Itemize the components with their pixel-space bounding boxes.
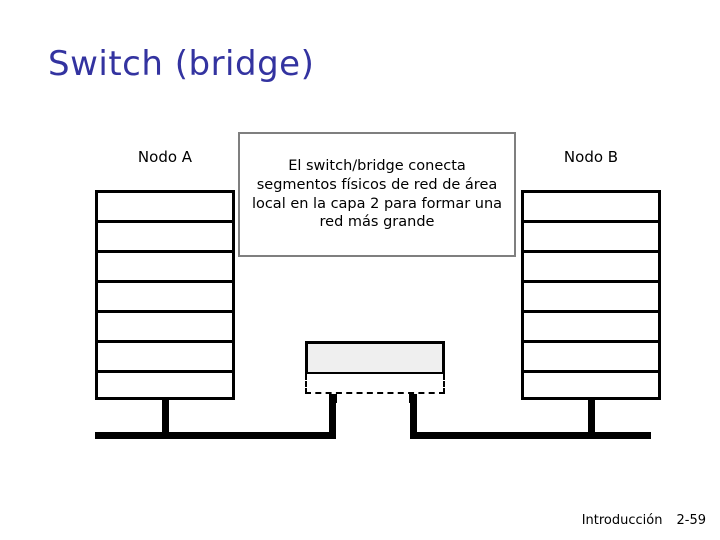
node-b-protocol-stack: [521, 190, 661, 400]
stack-layer: [521, 190, 661, 220]
stack-layer: [95, 220, 235, 250]
switch-backplane: [305, 374, 445, 394]
lan-segment-left-bus: [95, 432, 336, 439]
stack-layer: [95, 280, 235, 310]
node-a-label: Nodo A: [137, 148, 193, 166]
stack-layer: [521, 370, 661, 400]
description-text: El switch/bridge conecta segmentos físic…: [251, 157, 503, 231]
switch-left-drop-line: [329, 395, 336, 439]
page-title: Switch (bridge): [48, 44, 315, 84]
stack-layer: [521, 340, 661, 370]
stack-layer: [521, 310, 661, 340]
stack-layer: [95, 190, 235, 220]
stack-layer: [95, 250, 235, 280]
footer: Introducción 2-59: [582, 513, 706, 528]
switch-body: [305, 341, 445, 375]
stack-layer: [95, 340, 235, 370]
stack-layer: [521, 280, 661, 310]
footer-source: Introducción: [581, 513, 663, 528]
stack-layer: [521, 250, 661, 280]
switch-device: [305, 341, 445, 394]
switch-right-drop-line: [410, 395, 417, 439]
node-a-drop-line: [162, 399, 169, 439]
lan-segment-right-bus: [410, 432, 651, 439]
node-b-label: Nodo B: [563, 148, 619, 166]
stack-layer: [95, 370, 235, 400]
footer-page-number: 2-59: [676, 513, 706, 528]
node-b-drop-line: [588, 399, 595, 439]
stack-layer: [521, 220, 661, 250]
description-box: El switch/bridge conecta segmentos físic…: [238, 132, 516, 257]
node-a-protocol-stack: [95, 190, 235, 400]
stack-layer: [95, 310, 235, 340]
